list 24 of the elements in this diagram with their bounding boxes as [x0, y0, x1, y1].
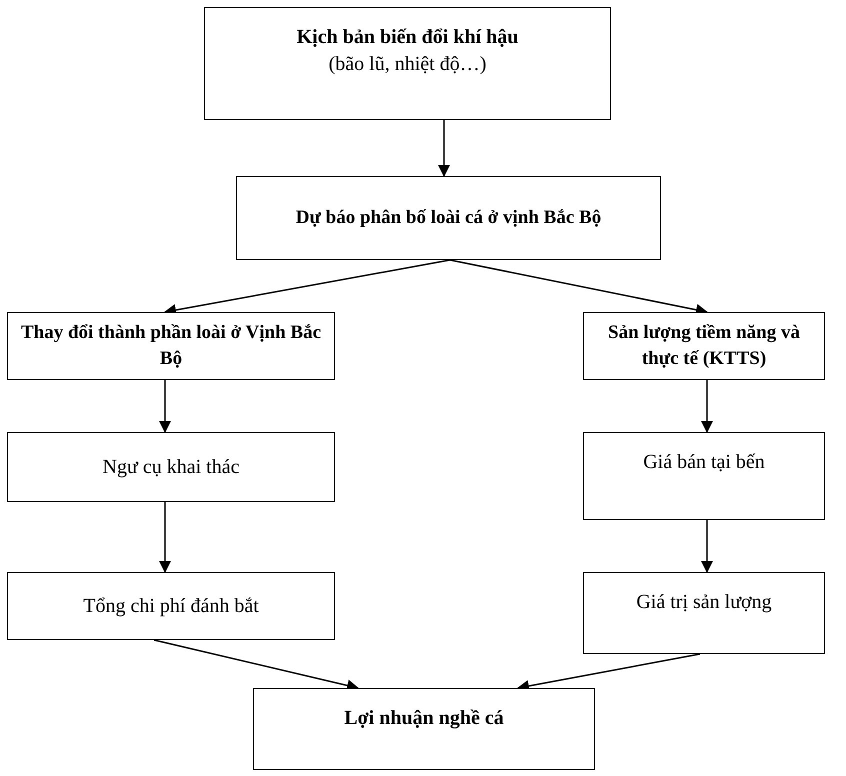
- process-box: [204, 7, 611, 120]
- arrow: [701, 380, 713, 433]
- box-title: Kịch bản biến đổi khí hậu: [296, 25, 518, 50]
- arrow: [159, 502, 171, 573]
- arrow: [701, 520, 713, 573]
- process-box: [583, 312, 825, 380]
- box-subtitle: (bão lũ, nhiệt độ…): [328, 52, 486, 77]
- process-box: [7, 572, 335, 640]
- box-title: Ngư cụ khai thác: [102, 454, 240, 480]
- process-box: [583, 572, 825, 654]
- process-box: [253, 688, 595, 770]
- box-title: Sản lượng tiềm năng và thực tế (KTTS): [607, 321, 801, 371]
- process-box: [583, 432, 825, 520]
- box-title: Lợi nhuận nghề cá: [344, 706, 504, 731]
- process-box: [7, 432, 335, 502]
- box-title: Dự báo phân bố loài cá ở vịnh Bắc Bộ: [296, 206, 602, 230]
- box-title: Giá bán tại bến: [643, 450, 765, 475]
- arrow: [159, 380, 171, 433]
- box-title: Giá trị sản lượng: [636, 590, 772, 615]
- arrow: [438, 120, 450, 177]
- process-box: [7, 312, 335, 380]
- process-box: [236, 176, 661, 260]
- box-title: Thay đổi thành phần loài ở Vịnh Bắc Bộ: [20, 321, 322, 371]
- box-title: Tổng chi phí đánh bắt: [83, 594, 259, 618]
